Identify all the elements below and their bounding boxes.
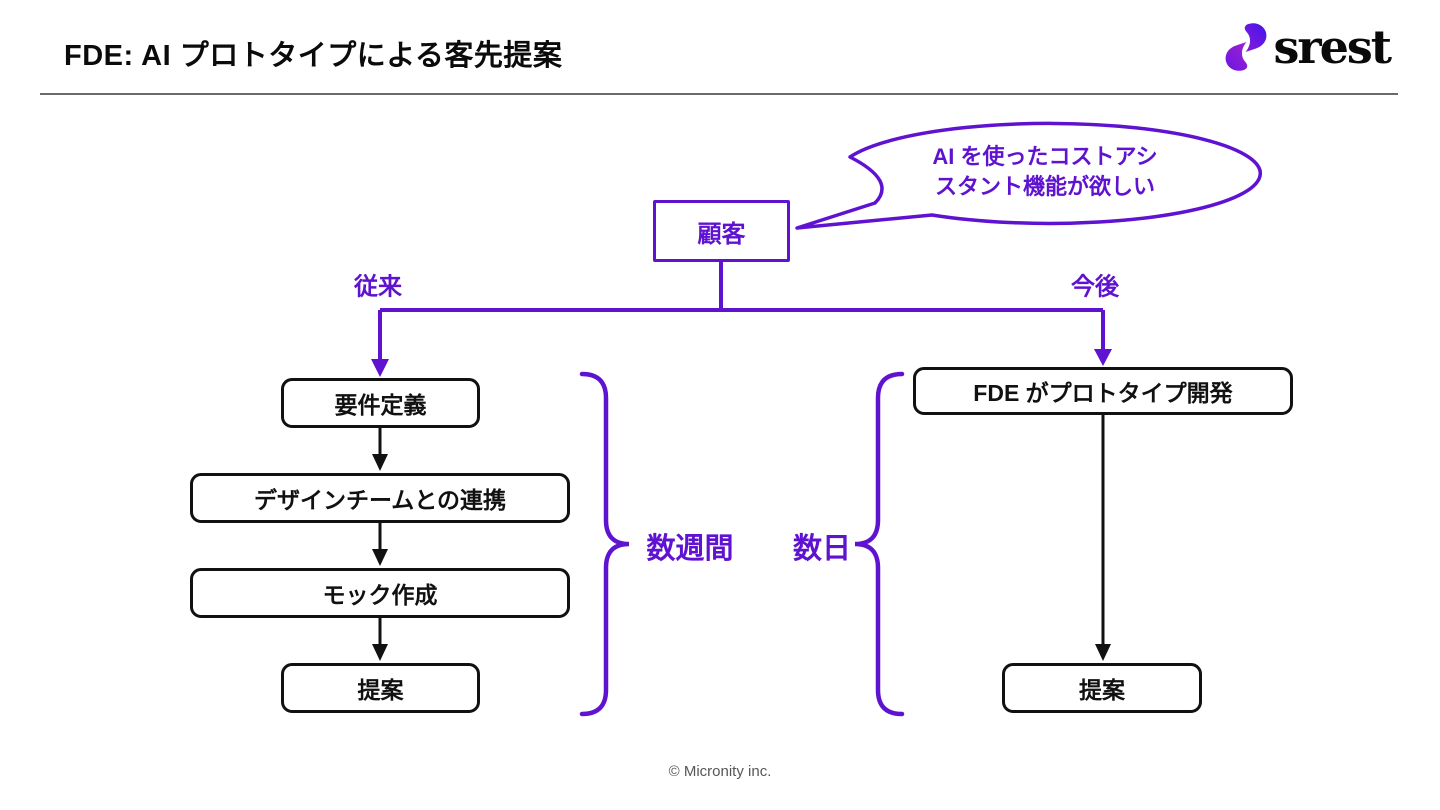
srest-logo-icon: [1223, 22, 1269, 72]
arrowhead-fde-proposal: [1095, 644, 1111, 661]
copyright-text: © Micronity inc.: [668, 763, 772, 780]
speech-bubble-line1: AI を使ったコストアシ: [932, 144, 1158, 169]
brace-right: [854, 371, 905, 717]
left-step-requirements: 要件定義: [281, 378, 480, 428]
brand-wordmark: srest: [1273, 20, 1392, 74]
branch-arrowhead-right: [1094, 349, 1112, 366]
page-title: FDE: AI プロトタイプによる客先提案: [64, 40, 563, 72]
left-step-proposal: 提案: [281, 663, 480, 713]
customer-node: 顧客: [653, 200, 790, 262]
arrowhead-step3-step4: [372, 644, 388, 661]
duration-label-days: 数日: [792, 533, 852, 565]
branch-label-conventional: 従来: [354, 273, 402, 301]
right-step-fde-prototype: FDE がプロトタイプ開発: [913, 367, 1293, 415]
speech-bubble-shape: [795, 121, 1263, 230]
brand-logo: srest: [1223, 20, 1392, 74]
left-step-design-collab: デザインチームとの連携: [190, 473, 570, 523]
speech-bubble-line2: スタント機能が欲しい: [934, 174, 1155, 199]
left-step-mock: モック作成: [190, 568, 570, 618]
header-divider: [40, 93, 1398, 95]
arrowhead-step1-step2: [372, 454, 388, 471]
branch-arrowhead-left: [371, 359, 389, 377]
right-step-proposal: 提案: [1002, 663, 1202, 713]
brace-left: [579, 371, 630, 717]
arrowhead-step2-step3: [372, 549, 388, 566]
speech-bubble: AI を使ったコストアシ スタント機能が欲しい: [880, 142, 1210, 202]
duration-label-weeks: 数週間: [646, 533, 734, 565]
branch-label-future: 今後: [1071, 273, 1119, 301]
branch-connector: [378, 262, 1105, 361]
